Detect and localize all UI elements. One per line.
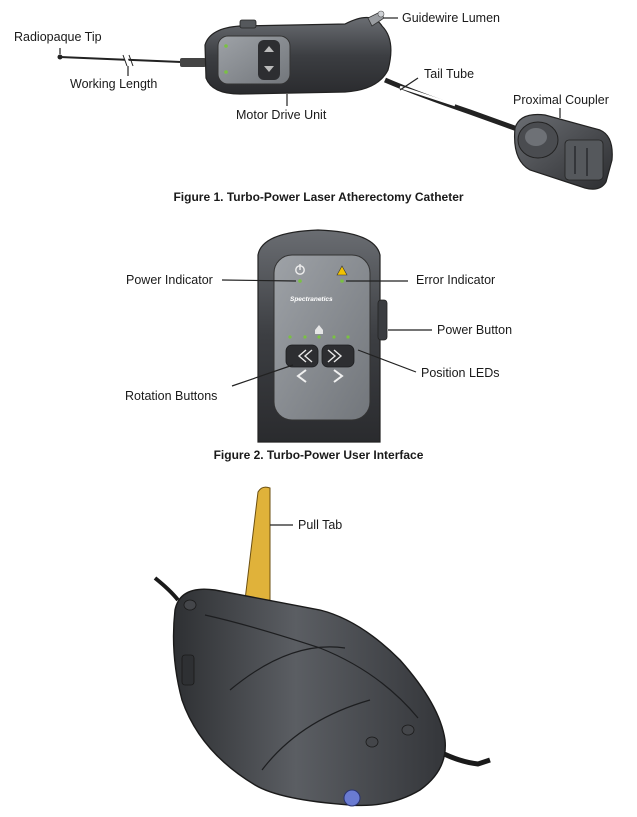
catheter-shaft — [57, 54, 206, 67]
label-guidewire-lumen: Guidewire Lumen — [402, 11, 500, 25]
label-error-indicator: Error Indicator — [416, 273, 496, 287]
figure1-leaders — [59, 17, 561, 118]
motor-drive-unit — [204, 10, 392, 95]
user-interface-closeup — [257, 229, 388, 443]
figure1-caption: Figure 1. Turbo-Power Laser Atherectomy … — [173, 190, 464, 204]
label-power-button: Power Button — [437, 323, 513, 337]
device-pull-tab — [153, 486, 491, 807]
label-pull-tab: Pull Tab — [298, 518, 343, 532]
label-tail-tube: Tail Tube — [424, 67, 475, 81]
label-rotation-buttons: Rotation Buttons — [125, 389, 218, 403]
label-power-indicator: Power Indicator — [126, 273, 213, 287]
label-proximal-coupler: Proximal Coupler — [513, 93, 609, 107]
label-radiopaque-tip: Radiopaque Tip — [14, 30, 102, 44]
label-position-leds: Position LEDs — [421, 366, 500, 380]
figure2-leaders — [221, 279, 432, 387]
label-motor-drive-unit: Motor Drive Unit — [236, 108, 327, 122]
label-working-length: Working Length — [70, 77, 158, 91]
brand-logo: Spectranetics — [290, 296, 333, 303]
proximal-coupler — [513, 113, 613, 190]
tail-tube — [384, 77, 521, 133]
figure2-caption: Figure 2. Turbo-Power User Interface — [213, 448, 424, 462]
